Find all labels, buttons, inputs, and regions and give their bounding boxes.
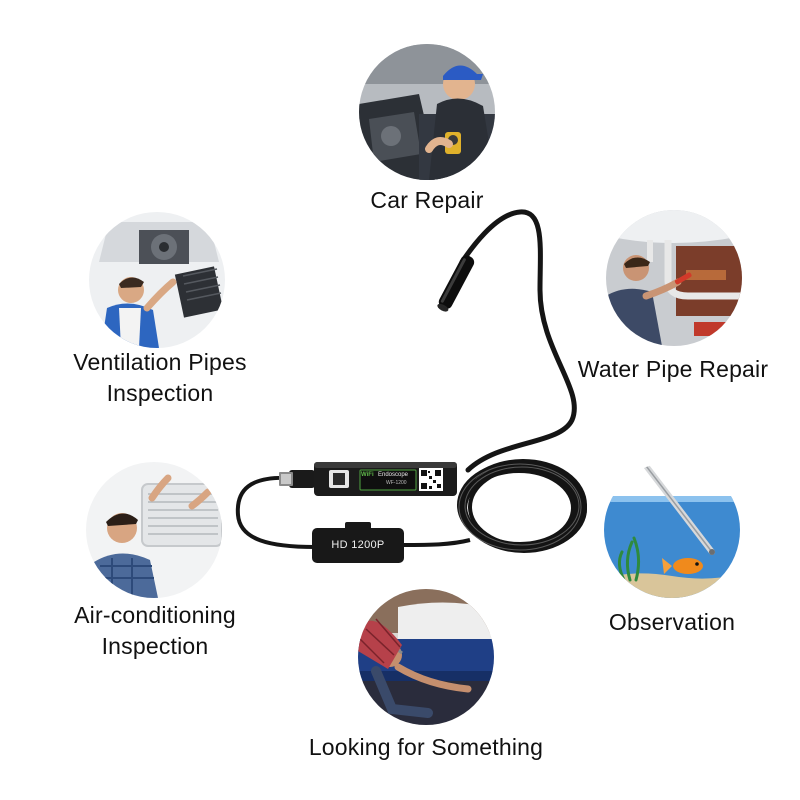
water-pipe-photo: [606, 210, 742, 346]
water-pipe-text: Water Pipe Repair: [577, 356, 769, 382]
coil-highlight: [458, 463, 582, 551]
air-conditioning-text-line2: Inspection: [101, 633, 209, 659]
air-conditioning-text-line1: Air-conditioning: [74, 602, 236, 628]
air-conditioning-photo: [86, 462, 222, 598]
hd-badge-box: [312, 522, 404, 563]
camera-probe-head: [437, 255, 475, 312]
probe-cable: [459, 209, 577, 473]
ac-unit-technician-icon: [86, 462, 222, 598]
module-name-text: Endoscope: [378, 471, 416, 479]
hd-badge-text: HD 1200P: [312, 537, 404, 553]
water-pipe-label: Water Pipe Repair: [553, 354, 793, 385]
observation-label: Observation: [572, 607, 772, 638]
sink-plumber-icon: [606, 210, 742, 346]
qr-code: [421, 470, 441, 489]
module-model: WF-1200: [386, 480, 407, 486]
car-engine-mechanic-icon: [359, 44, 495, 180]
module-brand-text: WiFi: [361, 471, 381, 479]
air-conditioning-label: Air-conditioning Inspection: [35, 600, 275, 662]
observation-photo: [604, 462, 740, 598]
usb-plug: [279, 470, 315, 488]
ventilation-text-line1: Ventilation Pipes: [73, 349, 247, 375]
hd-badge-label: HD 1200P: [331, 539, 385, 551]
wifi-module: [314, 462, 457, 496]
badge-cable: [401, 538, 471, 547]
observation-text: Observation: [608, 609, 736, 635]
ceiling-vent-technician-icon: [89, 212, 225, 348]
aquarium-fish-probe-icon: [604, 462, 740, 598]
car-repair-label: Car Repair: [327, 185, 527, 216]
person-under-sofa-icon: [358, 589, 494, 725]
car-repair-text: Car Repair: [370, 187, 484, 213]
looking-for-something-label: Looking for Something: [266, 732, 586, 763]
coiled-cable: [457, 459, 587, 553]
module-model-text: WF-1200: [386, 480, 416, 487]
ventilation-photo: [89, 212, 225, 348]
module-brand: WiFi: [361, 472, 374, 478]
ventilation-text-line2: Inspection: [106, 380, 214, 406]
module-name: Endoscope: [378, 472, 409, 478]
usb-cable: [235, 475, 316, 549]
ventilation-label: Ventilation Pipes Inspection: [30, 347, 290, 409]
looking-for-something-photo: [358, 589, 494, 725]
looking-for-something-text: Looking for Something: [308, 734, 544, 760]
car-repair-photo: [359, 44, 495, 180]
